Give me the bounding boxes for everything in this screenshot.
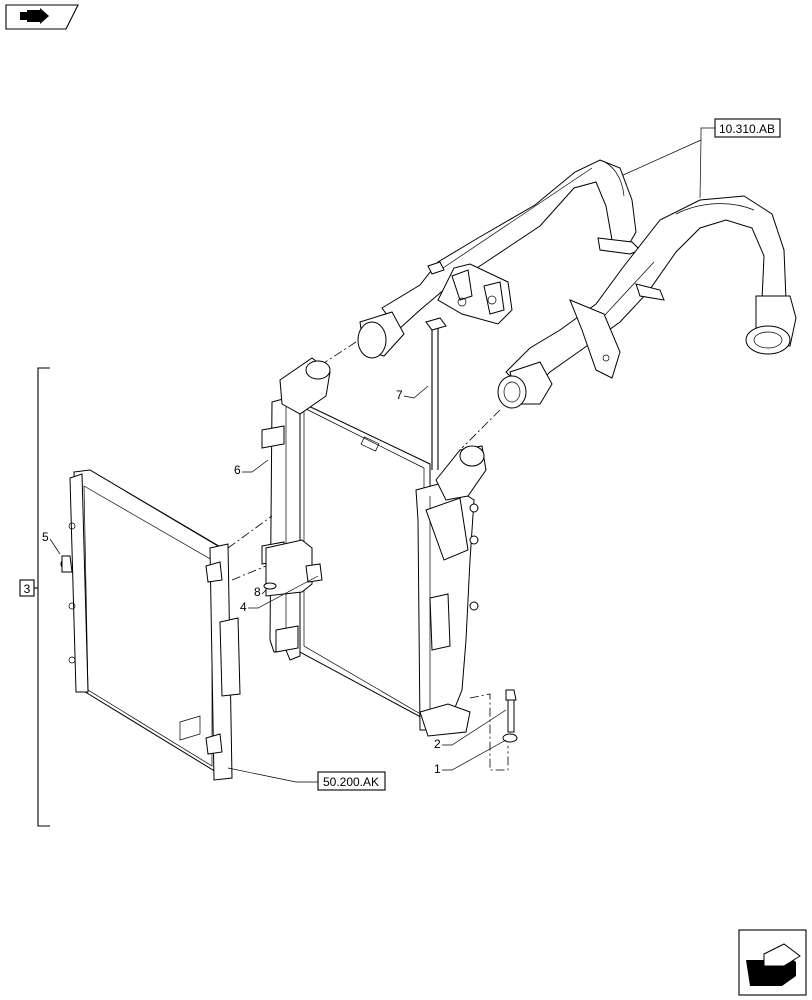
mounting-bracket	[265, 539, 323, 597]
radiator	[68, 469, 241, 781]
svg-text:6: 6	[234, 463, 241, 477]
callout-2: 2	[434, 709, 507, 751]
reference-box-turbo-hoses[interactable]: 10.310.AB	[620, 118, 781, 199]
leader-radiator-mid	[231, 565, 267, 581]
reference-label-radiator: 50.200.AK	[323, 775, 379, 789]
callout-4: 4	[240, 575, 319, 614]
washer	[502, 733, 518, 743]
group-label: 3	[24, 582, 31, 596]
reference-label-turbo-hoses: 10.310.AB	[719, 122, 775, 136]
clip	[60, 555, 73, 573]
reference-box-radiator[interactable]: 50.200.AK	[227, 767, 386, 791]
callout-8: 8	[254, 585, 267, 599]
leader-radiator-top	[227, 515, 273, 549]
stud-rod	[425, 317, 447, 470]
lower-intake-hose	[497, 195, 797, 409]
callout-6: 6	[234, 459, 269, 477]
book-arrow-icon[interactable]	[5, 4, 79, 30]
leader-lower-hose	[461, 409, 501, 449]
callout-7: 7	[396, 385, 429, 402]
svg-text:4: 4	[240, 600, 247, 614]
leader-bolt-dashed	[469, 693, 509, 771]
svg-text:2: 2	[434, 737, 441, 751]
next-page-arrow-icon[interactable]	[738, 929, 807, 996]
group-bracket: 3	[19, 367, 50, 827]
bolt	[505, 689, 517, 733]
svg-text:8: 8	[254, 585, 261, 599]
charge-air-cooler	[261, 357, 487, 737]
svg-text:5: 5	[42, 530, 49, 544]
svg-text:7: 7	[396, 388, 403, 402]
svg-text:1: 1	[434, 762, 441, 776]
hose-bracket	[437, 263, 513, 325]
nut	[263, 582, 277, 590]
callout-5: 5	[42, 530, 61, 555]
callout-1: 1	[434, 739, 507, 776]
